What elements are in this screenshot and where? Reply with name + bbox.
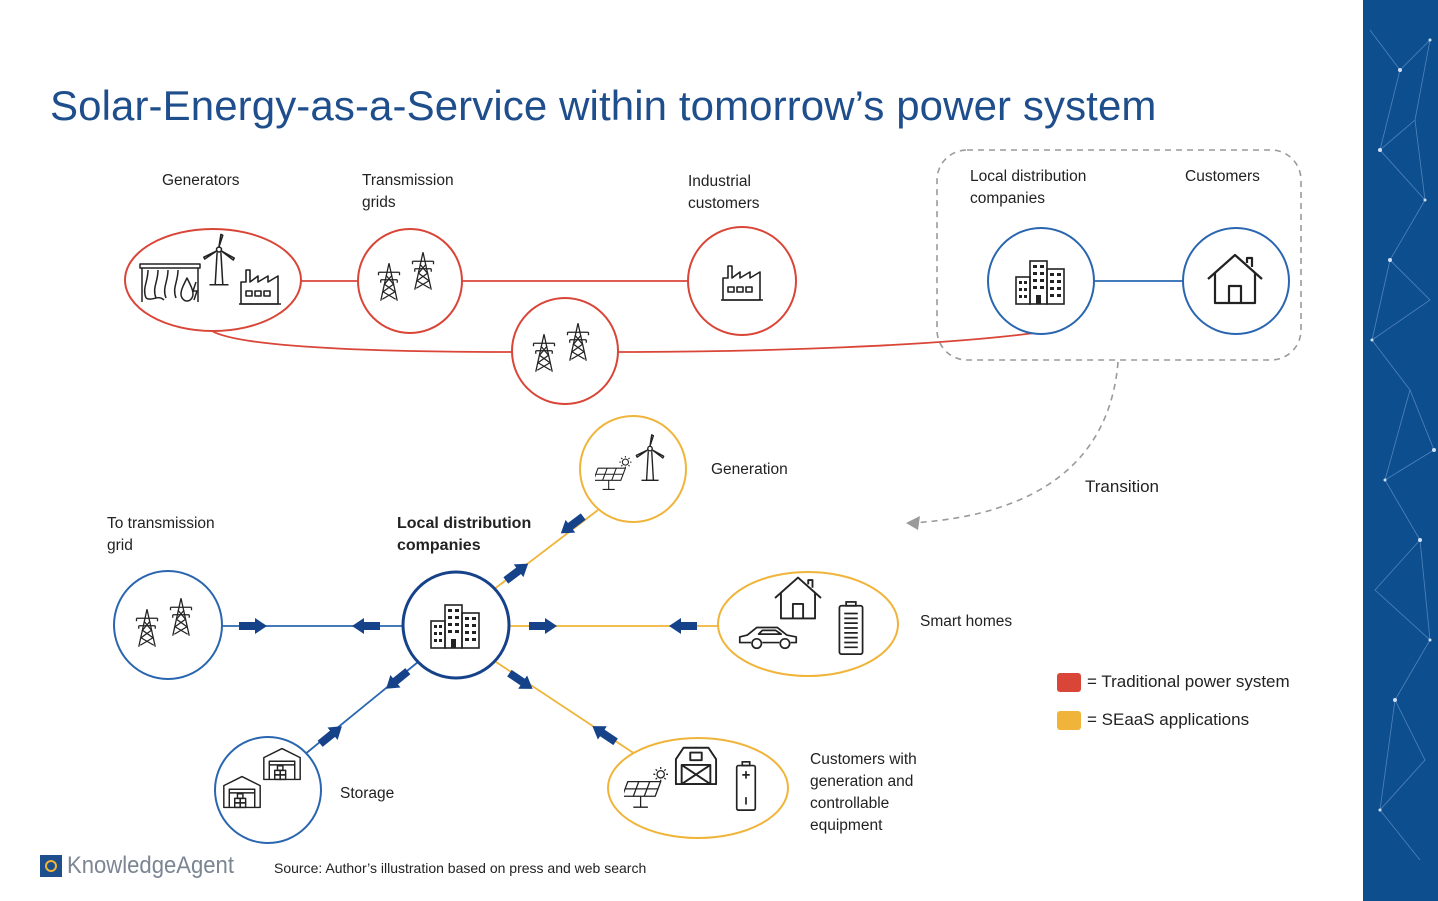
arrow-icon [587, 719, 621, 749]
generators-node [124, 228, 302, 332]
label-transmission-grids: Transmission grids [362, 172, 454, 211]
arrow-icon [501, 557, 533, 587]
smart-homes-node [717, 571, 899, 677]
label-customers: Customers [1185, 168, 1260, 185]
brand-logo: KnowledgeAgent [40, 852, 248, 880]
local-distribution-top-node [987, 227, 1095, 335]
legend-item-traditional: = Traditional power system [1057, 672, 1290, 692]
legend-swatch-traditional [1057, 672, 1081, 692]
legend-item-seaas: = SEaaS applications [1057, 710, 1249, 730]
source-note: Source: Author’s illustration based on p… [274, 860, 647, 876]
industrial-customers-node [687, 226, 797, 336]
page-title: Solar-Energy-as-a-Service within tomorro… [50, 82, 1157, 129]
arrow-icon [556, 510, 588, 540]
label-storage: Storage [340, 785, 395, 802]
label-industrial-customers: Industrial customers [688, 173, 760, 212]
logo-mark-icon [40, 855, 62, 877]
top-connections [211, 149, 1302, 530]
label-generation: Generation [711, 461, 788, 478]
label-transition: Transition [1085, 477, 1160, 496]
logo-text: KnowledgeAgent [67, 852, 234, 879]
label-local-distribution-hub: Local distribution companies [397, 515, 532, 554]
label-to-transmission: To transmission grid [107, 515, 215, 554]
label-generators: Generators [162, 172, 240, 189]
label-local-distribution-top: Local distribution companies [970, 168, 1087, 207]
arrow-icon [669, 618, 697, 634]
legend-swatch-seaas [1057, 710, 1081, 730]
side-panel [1363, 0, 1438, 901]
transmission-grids-node [357, 228, 463, 334]
customers-node [1182, 227, 1290, 335]
customers-equipment-node [607, 737, 789, 839]
generation-node [579, 415, 687, 523]
arrow-icon [352, 618, 380, 634]
arrow-icon [529, 618, 557, 634]
to-transmission-node [113, 570, 223, 680]
local-distribution-hub-node [401, 570, 511, 680]
label-smart-homes: Smart homes [920, 613, 1013, 630]
arrow-icon [239, 618, 267, 634]
label-customers-equipment: Customers with generation and controllab… [810, 751, 917, 834]
transmission-hub-node [511, 297, 619, 405]
storage-node [214, 736, 322, 844]
